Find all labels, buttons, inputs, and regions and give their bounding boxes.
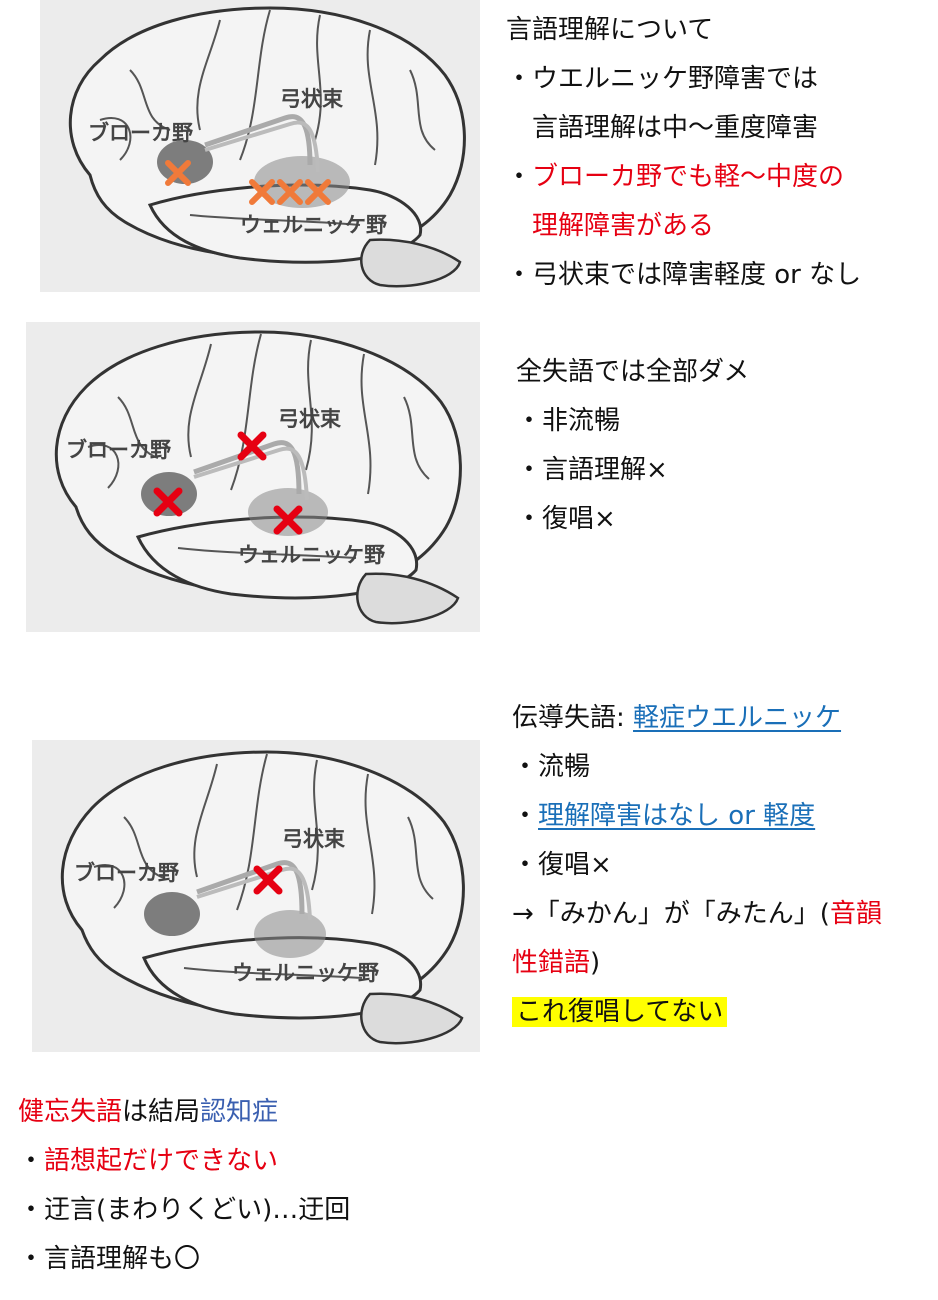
red-text: 性錯語 <box>512 948 591 978</box>
red-text: 健忘失語 <box>18 1097 123 1127</box>
blue-text: 認知症 <box>200 1097 279 1127</box>
orange-x-mark <box>165 160 191 186</box>
section-anomic-aphasia: 健忘失語は結局認知症 ・語想起だけできない ・迂言(まわりくどい)…迂回 ・言語… <box>18 1088 350 1284</box>
wernicke-label: ウェルニッケ野 <box>232 961 379 985</box>
bullet-item: ・語想起だけできない <box>18 1146 279 1176</box>
title-link[interactable]: 軽症ウエルニッケ <box>633 703 842 733</box>
red-x-mark <box>237 431 267 461</box>
arcuate-label: 弓状束 <box>280 87 344 111</box>
bullet-text: ・非流暢 <box>516 406 621 436</box>
broca-label: ブローカ野 <box>66 438 171 462</box>
highlighted-note: これ復唱してない <box>512 988 882 1037</box>
red-text: 理解障害がある <box>532 211 715 241</box>
bullet-text: 言語理解は中〜重度障害 <box>532 113 819 143</box>
bullet-text: ・弓状束では障害軽度 or なし <box>506 260 862 290</box>
bullet-text: ・言語理解も〇 <box>18 1244 201 1274</box>
bullet-text: ・流暢 <box>512 752 591 782</box>
section-comprehension: 言語理解について ・ウエルニッケ野障害では 言語理解は中〜重度障害 ・ブローカ野… <box>506 6 861 300</box>
section-conduction-aphasia: 伝導失語: 軽症ウエルニッケ ・流暢 ・理解障害はなし or 軽度 ・復唱× →… <box>512 694 882 1037</box>
brain-figure-3: ブローカ野 弓状束 ウェルニッケ野 <box>32 740 480 1052</box>
bullet-text: ・言語理解× <box>516 455 668 485</box>
bullet-text: ・迂言(まわりくどい)…迂回 <box>18 1195 351 1225</box>
bullet-text: ・ウエルニッケ野障害では <box>506 64 819 94</box>
brain-figure-1: ブローカ野 弓状束 ウェルニッケ野 <box>40 0 480 292</box>
orange-x-mark <box>249 179 275 205</box>
section-title: 全失語では全部ダメ <box>516 357 750 387</box>
wernicke-label: ウェルニッケ野 <box>240 213 387 237</box>
brain-figure-2: ブローカ野 弓状束 ウェルニッケ野 <box>26 322 480 632</box>
bullet-text: ・復唱× <box>512 850 612 880</box>
bullet-text: ・復唱× <box>516 504 616 534</box>
red-text: 音韻 <box>829 899 882 929</box>
highlight-text: これ復唱してない <box>512 997 728 1027</box>
section-title: 言語理解について <box>506 15 714 45</box>
example-text-cont: 性錯語) <box>512 948 601 978</box>
wernicke-label: ウェルニッケ野 <box>238 543 385 567</box>
red-x-mark <box>253 865 283 895</box>
section-global-aphasia: 全失語では全部ダメ ・非流暢 ・言語理解× ・復唱× <box>516 348 749 544</box>
red-text: ブローカ野でも軽〜中度の <box>532 162 845 192</box>
section-title: 健忘失語は結局認知症 <box>18 1097 279 1127</box>
arcuate-label: 弓状束 <box>278 407 342 431</box>
red-x-mark <box>273 505 303 535</box>
broca-label: ブローカ野 <box>74 861 179 885</box>
bullet-item: ・理解障害はなし or 軽度 <box>512 801 816 831</box>
red-x-mark <box>153 487 183 517</box>
broca-label: ブローカ野 <box>88 121 193 145</box>
example-text: →「みかん」が「みたん」(音韻 <box>512 899 882 929</box>
orange-x-mark <box>305 179 331 205</box>
arcuate-label: 弓状束 <box>282 827 346 851</box>
comprehension-link[interactable]: 理解障害はなし or 軽度 <box>538 801 816 831</box>
orange-x-mark <box>277 179 303 205</box>
bullet-item: ・ブローカ野でも軽〜中度の <box>506 162 845 192</box>
red-text: 語想起だけできない <box>44 1146 279 1176</box>
section-title: 伝導失語: 軽症ウエルニッケ <box>512 703 842 733</box>
